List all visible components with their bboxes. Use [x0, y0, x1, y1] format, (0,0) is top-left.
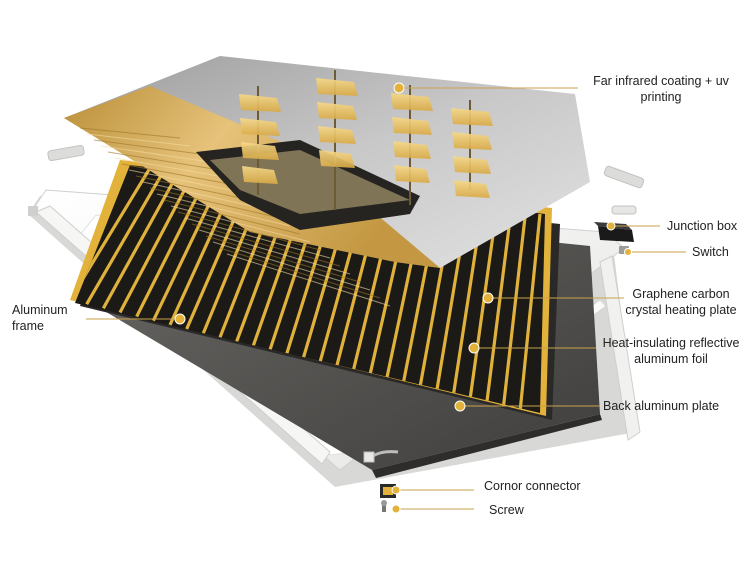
dot-foil [468, 342, 480, 354]
label-graphene: Graphene carbon crystal heating plate [618, 286, 744, 318]
sea-ripple [219, 247, 381, 299]
label-screw-line1: Screw [489, 503, 524, 517]
label-foil: Heat-insulating reflective aluminum foil [596, 335, 746, 367]
sea-ripple [93, 139, 201, 155]
ship-sail [239, 94, 281, 112]
dot-screw [391, 504, 401, 514]
label-screw: Screw [489, 502, 524, 518]
label-switch-line1: Switch [692, 245, 729, 259]
dot-coating [393, 82, 405, 94]
ship-sail [393, 141, 431, 159]
ship-sail [391, 93, 433, 111]
dot-graphene [482, 292, 494, 304]
screw [381, 500, 387, 512]
label-corner: Cornor connector [484, 478, 581, 494]
label-junction-box: Junction box [667, 218, 737, 234]
heater-stripe [485, 210, 513, 404]
sea-ripple [79, 127, 181, 139]
sea-ripple [198, 229, 351, 275]
ship-sail [451, 108, 493, 126]
ship-sail [319, 150, 355, 168]
sea-ripple [114, 157, 231, 179]
ship-sail [242, 166, 278, 184]
corner-connector [380, 484, 396, 498]
ship-sail [317, 102, 357, 120]
sea-ripple [170, 205, 311, 243]
sea-ripple [191, 223, 341, 267]
ship-sail [318, 126, 356, 144]
sea-ripple [121, 163, 241, 187]
sea-ripple [177, 211, 321, 251]
label-frame-line2: frame [12, 319, 44, 333]
ship-sail [394, 165, 430, 183]
heater-stripe [501, 212, 528, 409]
sea-ripple [226, 253, 391, 307]
label-back-plate: Back aluminum plate [603, 398, 719, 414]
label-junction-line1: Junction box [667, 219, 738, 233]
sea-ripple [163, 199, 301, 235]
sea-ripple [128, 169, 251, 195]
sea-ripple [184, 217, 331, 259]
sea-ripple [156, 193, 291, 227]
ship-sail [454, 180, 490, 198]
heater-stripe [118, 172, 195, 314]
label-foil-line2: aluminum foil [634, 352, 708, 366]
sea-ripple [212, 241, 371, 291]
label-coating-line1: Far infrared coating + uv [593, 74, 729, 88]
label-switch: Switch [692, 244, 729, 260]
label-foil-line1: Heat-insulating reflective [602, 336, 740, 350]
heater-stripe [85, 168, 166, 305]
heater-stripe [518, 213, 542, 413]
ship-sail [453, 156, 491, 174]
label-frame-line1: Aluminum [12, 303, 68, 317]
sea-ripple [149, 187, 281, 219]
ship-sail [452, 132, 492, 150]
printed-panel [47, 56, 645, 307]
ship-sail [316, 78, 358, 96]
label-graphene-line2: crystal heating plate [625, 303, 737, 317]
dot-corner [391, 485, 401, 495]
callout-leaders [86, 82, 686, 514]
heater-stripe [101, 170, 181, 310]
label-back-line1: Back aluminum plate [603, 399, 720, 413]
sea-ripple [100, 145, 211, 163]
sea-ripple [86, 133, 191, 147]
label-frame: Aluminum frame [12, 302, 68, 334]
label-graphene-line1: Graphene carbon [632, 287, 730, 301]
label-coating-line2: printing [640, 90, 682, 104]
cable [363, 450, 399, 463]
ship-sail [241, 142, 279, 160]
dot-frame [174, 313, 186, 325]
ship-sail [392, 117, 432, 135]
sea-ripple [142, 181, 271, 211]
ship-sail [240, 118, 280, 136]
sea-ripple [205, 235, 361, 283]
sea-ripple [107, 151, 221, 171]
dot-junction [606, 221, 616, 231]
label-corner-line1: Cornor connector [484, 479, 581, 493]
heater-stripe [468, 208, 499, 400]
dot-switch [624, 248, 632, 256]
label-coating: Far infrared coating + uv printing [578, 73, 744, 105]
dot-back [454, 400, 466, 412]
